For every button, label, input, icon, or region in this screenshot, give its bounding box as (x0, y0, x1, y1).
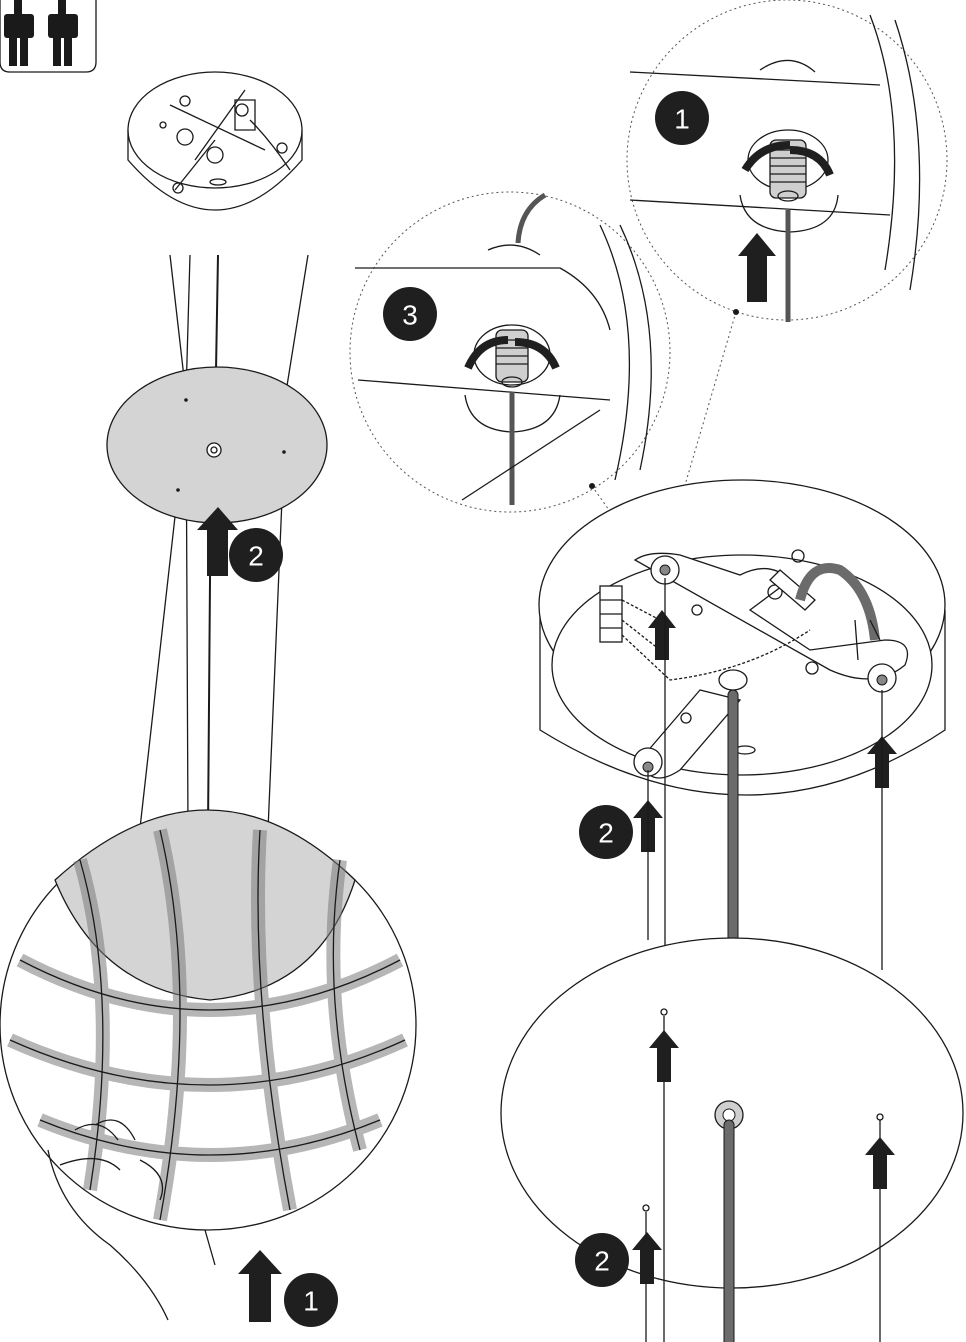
arrow-up-left-disc (197, 507, 238, 576)
svg-text:3: 3 (402, 300, 418, 331)
step-badge-zoom-lock: 3 (383, 287, 437, 341)
spherical-lamp-left (0, 809, 417, 1231)
svg-text:1: 1 (303, 1286, 319, 1317)
wires-right (647, 578, 883, 1000)
arrows-up-lamp-disc (632, 1030, 895, 1284)
svg-text:2: 2 (248, 541, 264, 572)
step-badge-left-attach: 2 (229, 528, 283, 582)
lamp-top-disc-right (500, 937, 964, 1342)
ceiling-canopy-underside (538, 479, 946, 796)
hand-holding-lamp (47, 1119, 216, 1321)
step-badge-zoom-thread: 1 (655, 91, 709, 145)
svg-text:2: 2 (594, 1246, 610, 1277)
arrow-up-left-lamp (238, 1250, 282, 1322)
step-badge-right-attach-lower: 2 (575, 1233, 629, 1287)
zoom-detail-thread (626, 0, 948, 322)
step-badge-right-attach-upper: 2 (579, 805, 633, 859)
svg-text:1: 1 (674, 104, 690, 135)
svg-text:2: 2 (598, 818, 614, 849)
ceiling-canopy-top (127, 71, 303, 211)
zoom-detail-lock (349, 191, 671, 513)
step-badge-left-lift: 1 (284, 1273, 338, 1327)
lamp-top-disc-left (106, 366, 328, 524)
two-persons-icon (0, 0, 97, 73)
